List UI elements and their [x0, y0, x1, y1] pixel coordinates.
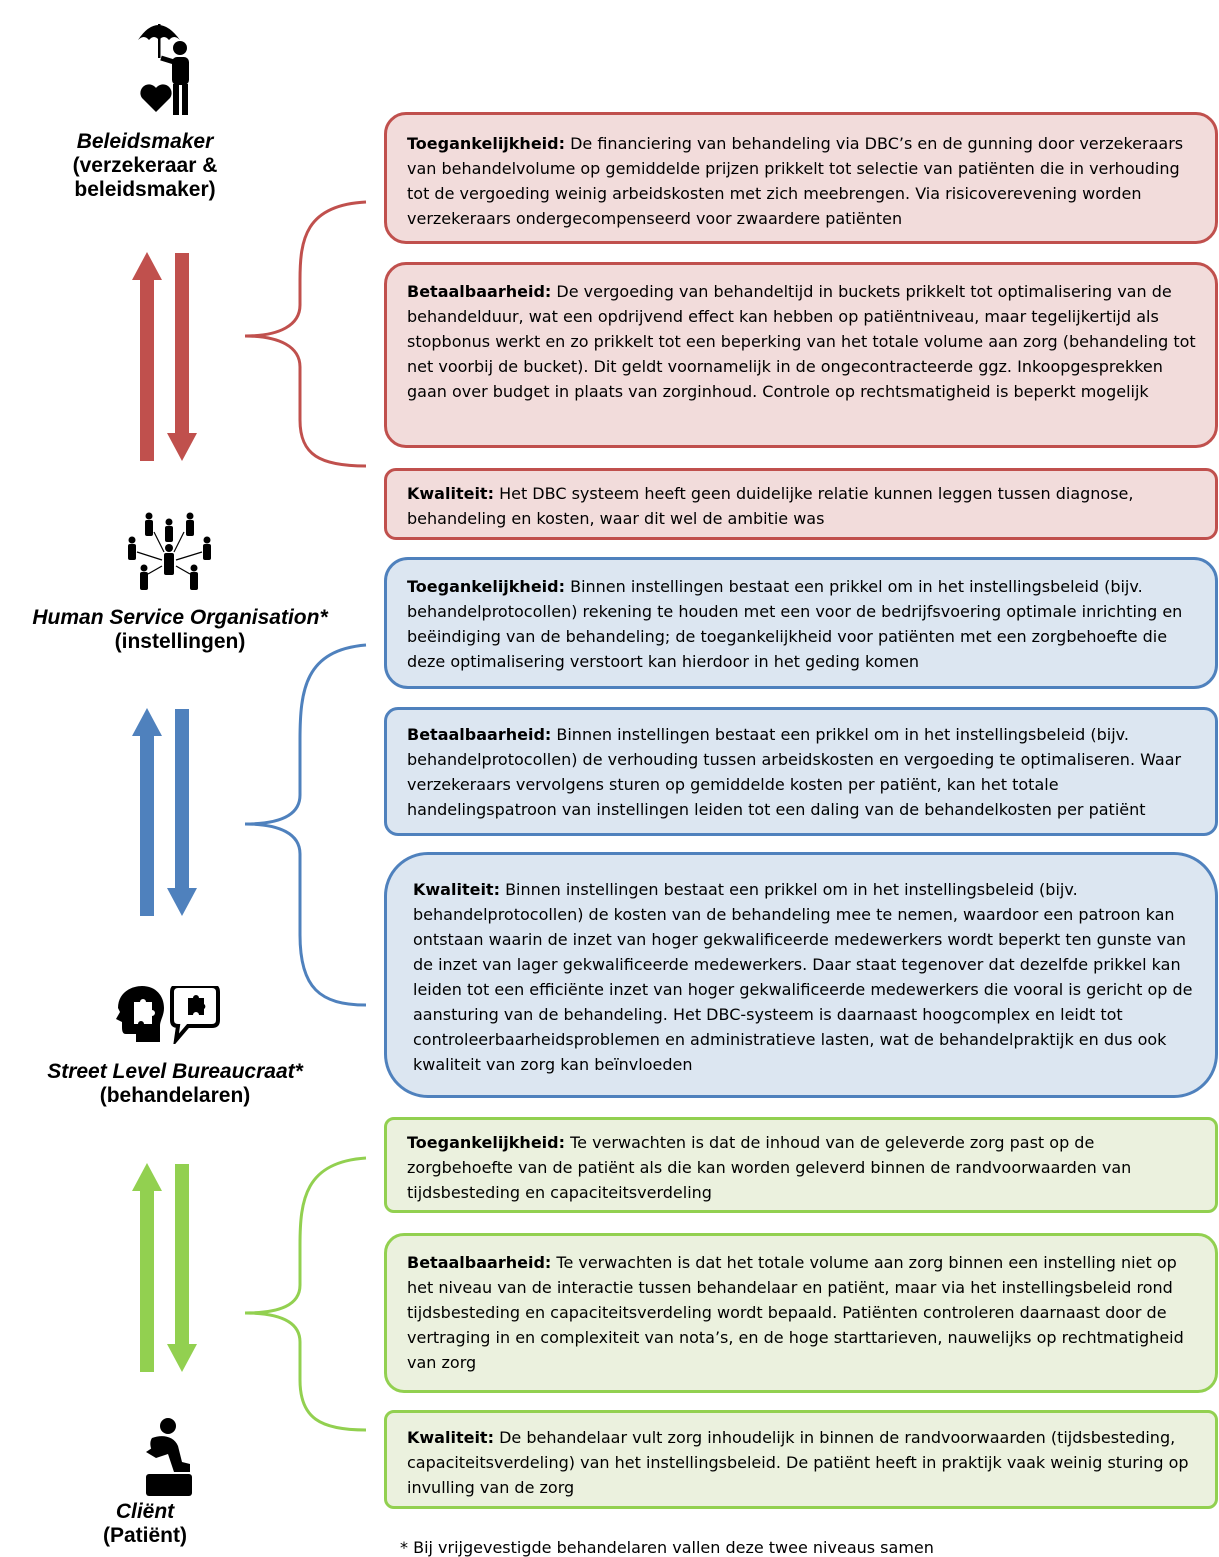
box-text: Binnen instellingen bestaat een prikkel …: [407, 577, 1183, 671]
actor-organisation: Human Service Organisation* (instellinge…: [0, 606, 360, 654]
actor-practitioner: Street Level Bureaucraat* (behandelaren): [10, 1060, 340, 1108]
box-text: Te verwachten is dat het totale volume a…: [407, 1253, 1184, 1372]
box-text: Het DBC systeem heeft geen duidelijke re…: [407, 484, 1134, 528]
box-label: Toegankelijkheid:: [407, 134, 566, 153]
actor-client: Cliënt (Patiënt): [40, 1500, 250, 1548]
red-up-arrow: [132, 252, 162, 461]
box-label: Kwaliteit:: [407, 484, 494, 503]
organisation-affordability-box: Betaalbaarheid: Binnen instellingen best…: [384, 707, 1218, 836]
actor-subtitle: (verzekeraar & beleidsmaker): [72, 154, 218, 201]
policy-accessibility-box: Toegankelijkheid: De financiering van be…: [384, 112, 1218, 244]
box-label: Kwaliteit:: [413, 880, 500, 899]
box-text: De financiering van behandeling via DBC’…: [407, 134, 1184, 228]
actor-subtitle: (behandelaren): [99, 1084, 251, 1107]
actor-title: Beleidsmaker: [76, 130, 214, 153]
box-label: Betaalbaarheid:: [407, 282, 552, 301]
policy-quality-box: Kwaliteit: Het DBC systeem heeft geen du…: [384, 468, 1218, 540]
actor-title: Cliënt: [115, 1500, 175, 1523]
box-text: Binnen instellingen bestaat een prikkel …: [407, 725, 1182, 819]
footnote: * Bij vrijgevestigde behandelaren vallen…: [400, 1538, 934, 1557]
box-label: Kwaliteit:: [407, 1428, 494, 1447]
people-network-icon: [128, 512, 211, 590]
box-text: De vergoeding van behandeltijd in bucket…: [407, 282, 1196, 401]
green-up-arrow: [132, 1163, 162, 1372]
blue-up-arrow: [132, 708, 162, 916]
actor-subtitle: (Patiënt): [103, 1524, 187, 1547]
umbrella-person-heart-icon: [138, 24, 189, 115]
box-label: Betaalbaarheid:: [407, 1253, 552, 1272]
sitting-person-icon: [146, 1418, 192, 1496]
policy-affordability-box: Betaalbaarheid: De vergoeding van behand…: [384, 262, 1218, 448]
organisation-accessibility-box: Toegankelijkheid: Binnen instellingen be…: [384, 557, 1218, 689]
red-down-arrow: [167, 253, 197, 461]
box-text: Binnen instellingen bestaat een prikkel …: [413, 880, 1193, 1074]
actor-policy: Beleidsmaker (verzekeraar & beleidsmaker…: [30, 130, 260, 202]
box-label: Betaalbaarheid:: [407, 725, 552, 744]
organisation-quality-box: Kwaliteit: Binnen instellingen bestaat e…: [384, 852, 1218, 1098]
box-text: De behandelaar vult zorg inhoudelijk in …: [407, 1428, 1189, 1497]
practitioner-affordability-box: Betaalbaarheid: Te verwachten is dat het…: [384, 1233, 1218, 1393]
actor-title: Human Service Organisation*: [32, 606, 328, 629]
blue-down-arrow: [167, 709, 197, 916]
practitioner-quality-box: Kwaliteit: De behandelaar vult zorg inho…: [384, 1410, 1218, 1509]
blue-brace: [244, 643, 367, 1007]
head-puzzle-speech-icon: [116, 986, 220, 1044]
box-text: Te verwachten is dat de inhoud van de ge…: [407, 1133, 1132, 1202]
actor-title: Street Level Bureaucraat*: [47, 1060, 303, 1083]
red-brace: [244, 200, 367, 468]
box-label: Toegankelijkheid:: [407, 577, 566, 596]
practitioner-accessibility-box: Toegankelijkheid: Te verwachten is dat d…: [384, 1117, 1218, 1213]
box-label: Toegankelijkheid:: [407, 1133, 566, 1152]
green-down-arrow: [167, 1164, 197, 1372]
actor-subtitle: (instellingen): [114, 630, 246, 653]
green-brace: [244, 1156, 367, 1432]
